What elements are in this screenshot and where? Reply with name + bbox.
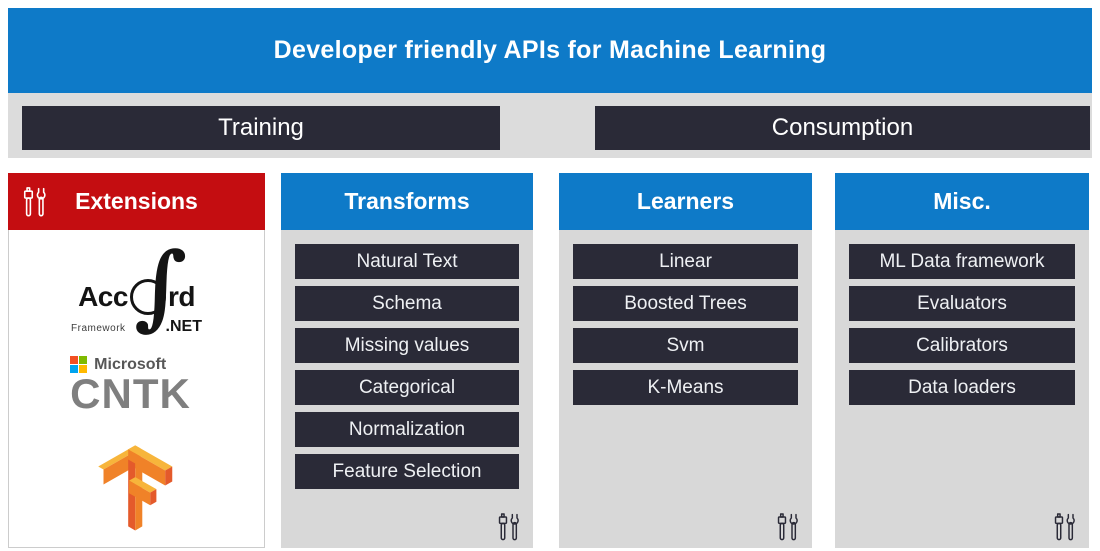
consumption-label: Consumption (771, 114, 914, 141)
accord-framework-label: Framework (71, 323, 126, 334)
transforms-items: Natural Text Schema Missing values Categ… (281, 230, 533, 489)
learners-header: Learners (559, 173, 812, 230)
transforms-column: Transforms Natural Text Schema Missing v… (281, 173, 533, 548)
tensorflow-logo-icon (97, 445, 172, 531)
item-linear: Linear (573, 244, 798, 279)
ms-square-red (70, 356, 79, 365)
training-label: Training (218, 114, 304, 141)
extensions-title: Extensions (75, 188, 198, 214)
tools-icon (776, 511, 800, 543)
training-bar: Training (22, 106, 500, 150)
tools-icon (22, 183, 48, 221)
extensions-header: Extensions (8, 173, 265, 230)
extensions-column: Extensions Acc ∫ rd Framework .NET (8, 173, 265, 548)
microsoft-cntk-logo: Microsoft CNTK (70, 356, 191, 414)
misc-items: ML Data framework Evaluators Calibrators… (835, 230, 1089, 405)
banner-title: Developer friendly APIs for Machine Lear… (273, 36, 827, 64)
accord-subline: Framework .NET (71, 318, 202, 336)
misc-title: Misc. (933, 188, 991, 214)
ms-square-yellow (79, 365, 88, 374)
integral-glyph: ∫ (133, 232, 187, 340)
item-calibrators: Calibrators (849, 328, 1075, 363)
item-evaluators: Evaluators (849, 286, 1075, 321)
transforms-header: Transforms (281, 173, 533, 230)
tools-icon (497, 511, 521, 543)
microsoft-label: Microsoft (94, 355, 167, 373)
accord-ring (129, 279, 166, 315)
learners-items: Linear Boosted Trees Svm K-Means (559, 230, 812, 405)
item-normalization: Normalization (295, 412, 519, 447)
extensions-body: Acc ∫ rd Framework .NET (8, 230, 265, 548)
misc-header: Misc. (835, 173, 1089, 230)
microsoft-logo-icon (70, 356, 88, 374)
ms-square-blue (70, 365, 79, 374)
item-svm: Svm (573, 328, 798, 363)
accord-net-logo: Acc ∫ rd Framework .NET (71, 240, 202, 336)
learners-column: Learners Linear Boosted Trees Svm K-Mean… (559, 173, 812, 548)
phase-band: Training Consumption (8, 93, 1092, 158)
misc-body: ML Data framework Evaluators Calibrators… (835, 230, 1089, 548)
misc-column: Misc. ML Data framework Evaluators Calib… (835, 173, 1089, 548)
learners-body: Linear Boosted Trees Svm K-Means (559, 230, 812, 548)
transforms-body: Natural Text Schema Missing values Categ… (281, 230, 533, 548)
ms-square-green (79, 356, 88, 365)
accord-prefix: Acc (78, 281, 128, 312)
item-ml-data-framework: ML Data framework (849, 244, 1075, 279)
item-boosted-trees: Boosted Trees (573, 286, 798, 321)
item-schema: Schema (295, 286, 519, 321)
banner: Developer friendly APIs for Machine Lear… (8, 8, 1092, 93)
item-categorical: Categorical (295, 370, 519, 405)
accord-net-label: .NET (165, 318, 202, 335)
accord-suffix: rd (167, 281, 196, 312)
microsoft-brand-row: Microsoft (70, 356, 166, 374)
item-missing-values: Missing values (295, 328, 519, 363)
transforms-title: Transforms (344, 188, 470, 214)
tools-icon (1053, 511, 1077, 543)
accord-wordmark: Acc ∫ rd (78, 240, 196, 332)
item-natural-text: Natural Text (295, 244, 519, 279)
item-data-loaders: Data loaders (849, 370, 1075, 405)
learners-title: Learners (636, 188, 735, 214)
consumption-bar: Consumption (595, 106, 1090, 150)
accord-integral-icon: ∫ (129, 240, 187, 332)
item-k-means: K-Means (573, 370, 798, 405)
item-feature-selection: Feature Selection (295, 454, 519, 489)
cntk-label: CNTK (70, 369, 191, 417)
